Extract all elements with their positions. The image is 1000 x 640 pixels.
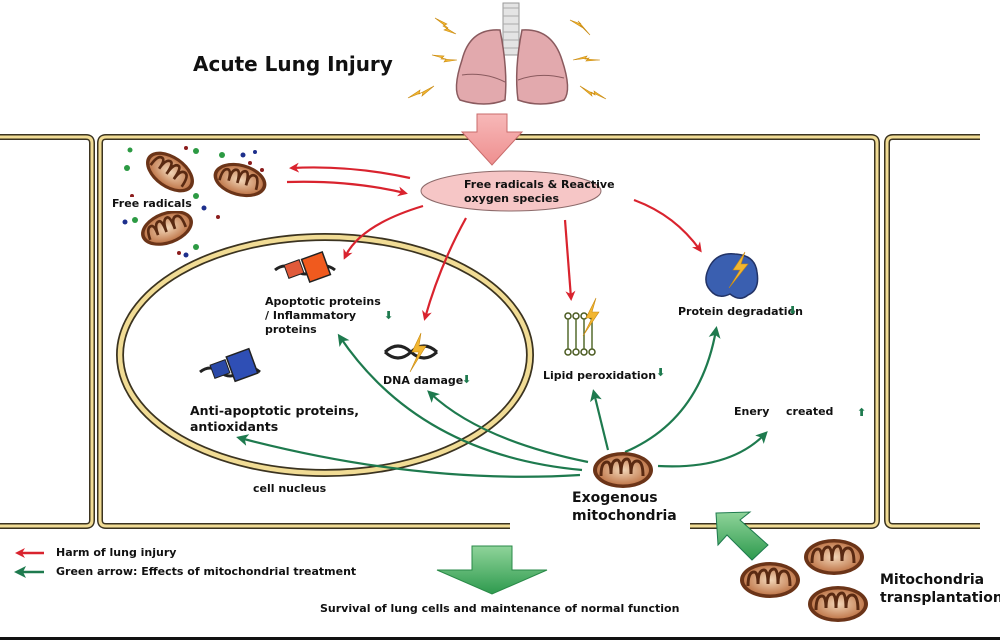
dna-damage-icon xyxy=(383,332,439,373)
transplant-entry-arrow xyxy=(715,511,769,561)
protein-down-arrow-icon: ⬇ xyxy=(788,304,798,317)
cell-nucleus xyxy=(116,233,534,477)
anti-apoptotic-protein-icon xyxy=(199,347,261,383)
exogenous-mitochondrion-icon xyxy=(591,450,655,490)
ros-label-line1: Free radicals & Reactive xyxy=(464,178,615,191)
legend-red-label: Harm of lung injury xyxy=(56,546,177,559)
apoptotic-protein-icon xyxy=(274,251,336,283)
transplant-line1: Mitochondria xyxy=(880,572,985,588)
anti-apoptotic-line1: Anti-apoptotic proteins, xyxy=(190,403,360,418)
exogenous-mitochondria-label: Exogenous mitochondria xyxy=(572,490,677,525)
exogenous-line1: Exogenous xyxy=(572,490,658,506)
bottom-border xyxy=(0,637,1000,640)
dna-down-arrow-icon: ⬇ xyxy=(462,373,472,386)
cell-membranes xyxy=(0,134,980,529)
lungs-icon xyxy=(455,2,569,105)
apoptotic-line3: proteins xyxy=(265,322,317,336)
dna-damage-label: DNA damage xyxy=(383,374,464,387)
diagram-title: Acute Lung Injury xyxy=(193,52,393,76)
ros-bubble xyxy=(420,170,602,212)
ros-label-line2: oxygen species xyxy=(464,191,559,205)
pink-down-arrow xyxy=(460,113,524,166)
exogenous-line2: mitochondria xyxy=(572,507,677,524)
red-harm-arrows xyxy=(286,162,702,321)
apoptotic-line2: / Inflammatory xyxy=(265,308,357,322)
apoptotic-down-arrow-icon: ⬇ xyxy=(384,309,394,322)
transplant-line2: transplantation xyxy=(880,589,1000,606)
lipid-bilayer-icon xyxy=(564,297,600,356)
transplantation-label: Mitochondria transplantation xyxy=(880,572,1000,607)
anti-apoptotic-line2: antioxidants xyxy=(190,418,279,434)
energy-label-b: created xyxy=(786,405,834,418)
green-treatment-arrows xyxy=(236,326,768,478)
energy-up-arrow-icon: ⬆ xyxy=(857,406,867,419)
energy-label-a: Enery xyxy=(734,405,770,418)
lipid-down-arrow-icon: ⬇ xyxy=(656,366,666,379)
legend-swatches xyxy=(14,548,44,578)
protein-degradation-label: Protein degradation xyxy=(678,305,803,318)
outcome-label: Survival of lung cells and maintenance o… xyxy=(320,602,680,615)
apoptotic-proteins-label: Apoptotic proteins / Inflammatory protei… xyxy=(265,295,381,336)
cell-nucleus-label: cell nucleus xyxy=(253,482,327,495)
outcome-down-arrow xyxy=(436,545,548,595)
anti-apoptotic-label: Anti-apoptotic proteins, antioxidants xyxy=(190,403,359,434)
degraded-protein-icon xyxy=(705,251,759,299)
lipid-peroxidation-label: Lipid peroxidation xyxy=(543,369,657,382)
apoptotic-line1: Apoptotic proteins xyxy=(265,295,381,308)
free-radicals-label: Free radicals xyxy=(112,197,192,211)
legend-green-label: Green arrow: Effects of mitochondrial tr… xyxy=(56,565,357,578)
ros-bubble-label: Free radicals & Reactive oxygen species xyxy=(464,178,615,206)
lightning-bolts xyxy=(407,17,607,100)
